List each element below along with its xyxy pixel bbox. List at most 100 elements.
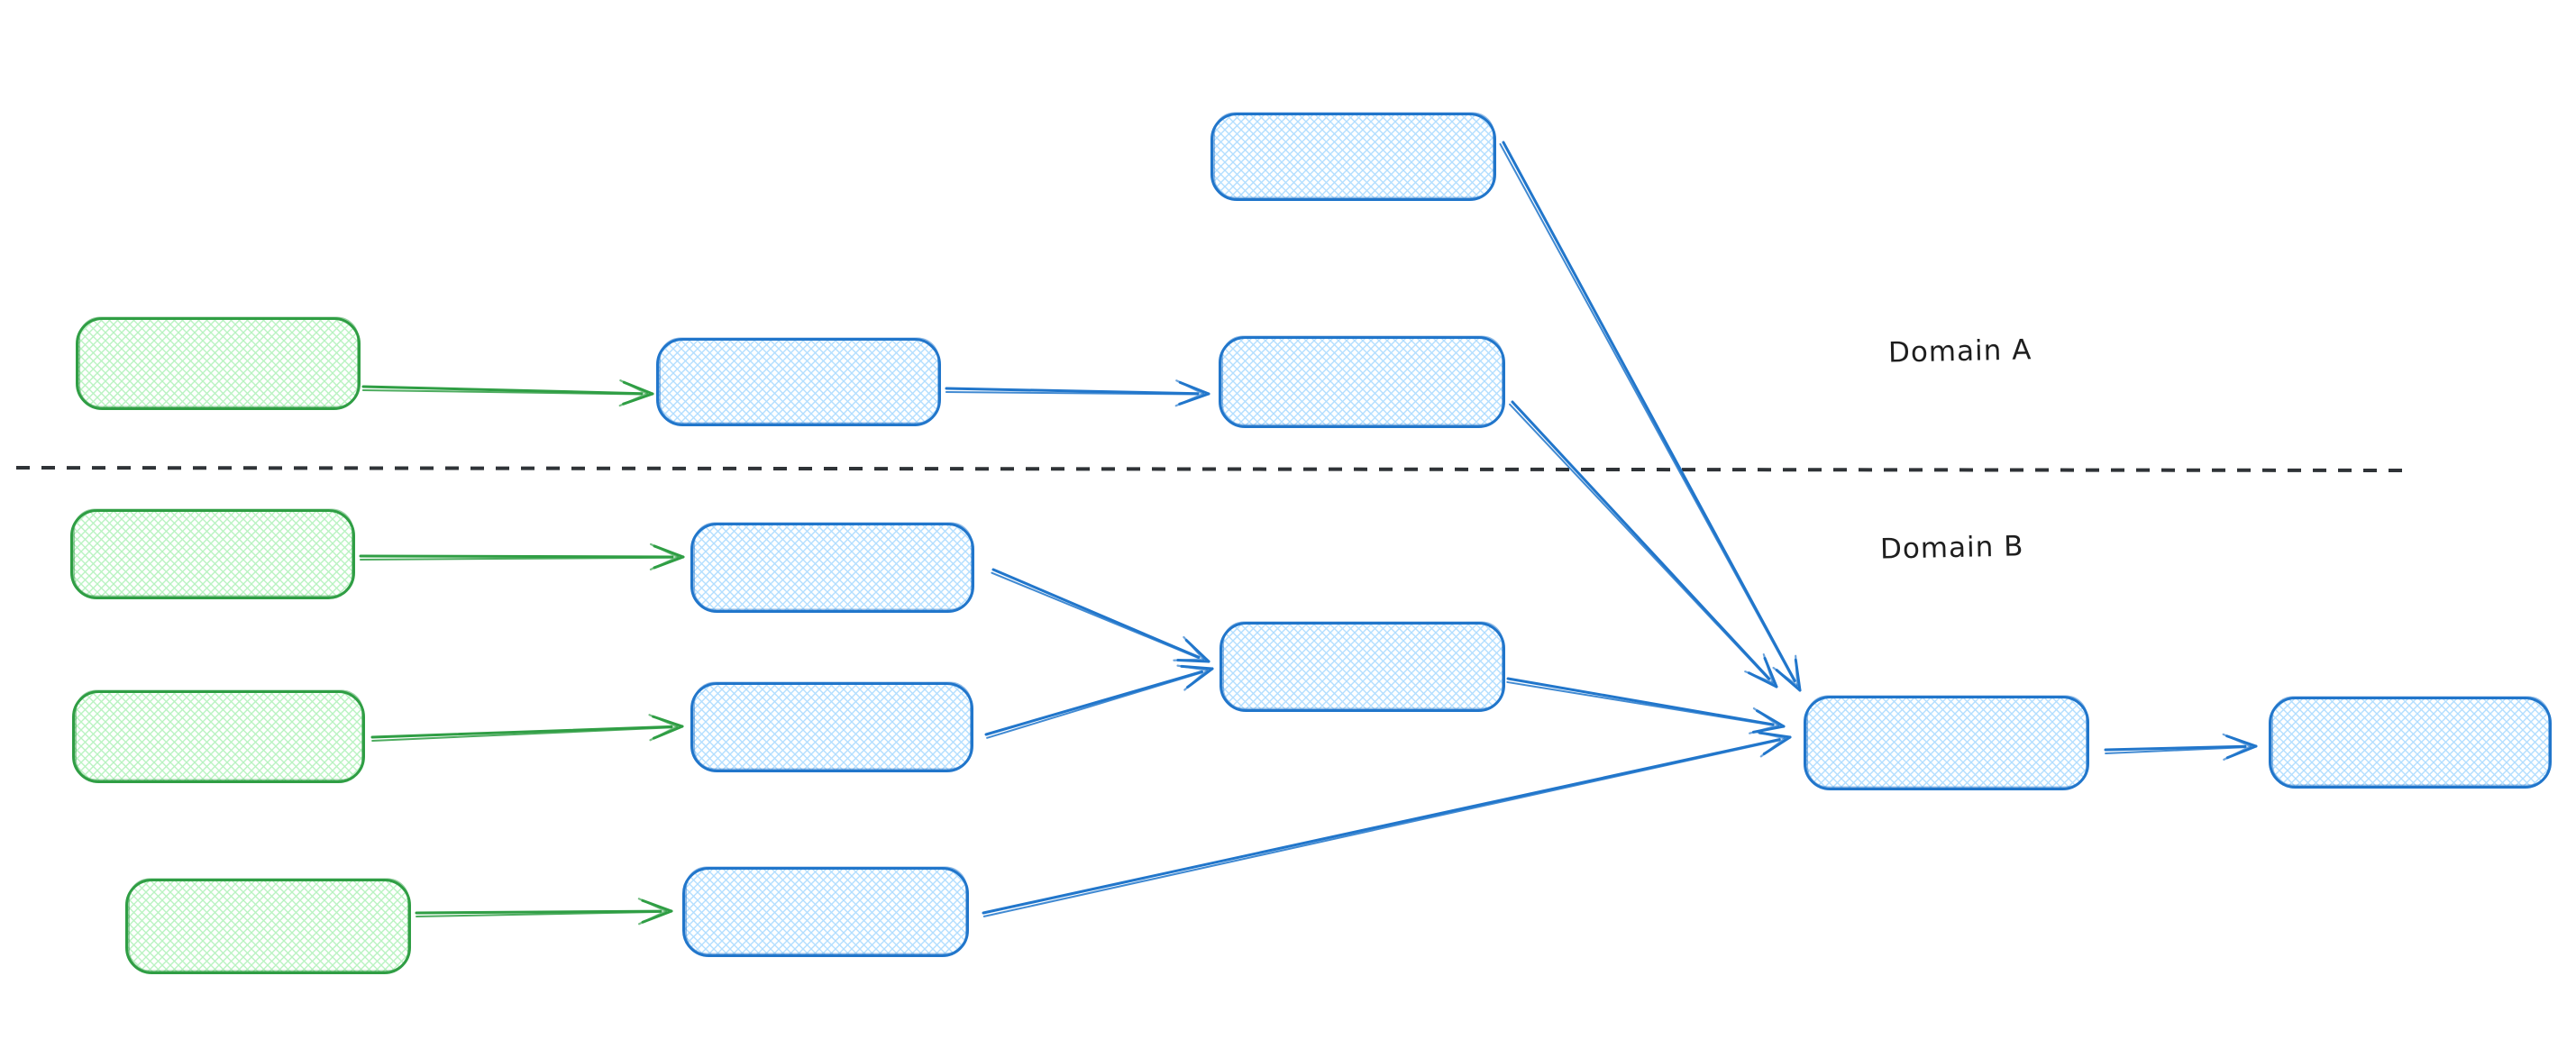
node-blue-b1[interactable]	[690, 522, 974, 613]
arrow-hub-to-far-right-stroke	[2104, 744, 2247, 752]
node-blue-b2-sketch-outline	[693, 681, 972, 771]
node-top-blue-sketch-outline	[1213, 112, 1494, 199]
node-green-b1-sketch-outline	[73, 508, 353, 597]
arrow-blue-a2-to-hub-stroke	[1744, 670, 1775, 684]
node-green-b2-shape[interactable]	[72, 690, 365, 783]
arrow-green-b2-to-blue-b2-stroke	[370, 725, 673, 739]
node-green-a1[interactable]	[76, 316, 361, 410]
arrow-green-b1-to-blue-b1[interactable]	[359, 543, 685, 570]
arrow-top-blue-to-hub-stroke	[1772, 666, 1799, 687]
arrow-blue-b1-to-b-mid-stroke	[991, 568, 1201, 659]
arrow-green-a1-to-blue-a1-stroke	[361, 388, 643, 396]
arrow-blue-b2-to-b-mid[interactable]	[984, 664, 1214, 739]
node-blue-a2-shape[interactable]	[1219, 336, 1505, 428]
arrow-blue-a1-to-blue-a2-stroke	[945, 387, 1200, 396]
node-blue-b2-shape[interactable]	[690, 682, 973, 772]
node-blue-b1-sketch-outline	[693, 522, 973, 611]
arrow-blue-b2-to-b-mid-stroke	[984, 670, 1203, 736]
arrow-blue-b-mid-to-hub[interactable]	[1506, 677, 1786, 734]
arrow-blue-b2-to-b-mid-stroke	[1183, 669, 1209, 691]
arrow-blue-b-mid-to-hub-stroke	[1752, 707, 1780, 727]
arrow-blue-b3-to-hub[interactable]	[982, 730, 1792, 917]
node-top-blue[interactable]	[1210, 112, 1496, 201]
arrow-top-blue-to-hub-stroke	[1502, 141, 1796, 682]
arrow-green-a1-to-blue-a1-stroke	[619, 379, 649, 395]
node-blue-far-right[interactable]	[2269, 696, 2552, 789]
node-blue-b-mid-shape[interactable]	[1219, 622, 1505, 712]
arrow-blue-b1-to-b-mid[interactable]	[991, 568, 1210, 663]
node-green-b2[interactable]	[72, 689, 365, 783]
arrow-blue-b1-to-b-mid-stroke	[991, 571, 1200, 660]
arrow-top-blue-to-hub-stroke	[1795, 654, 1799, 687]
arrow-green-b3-to-blue-b3-stroke	[415, 909, 662, 915]
arrow-hub-to-far-right-stroke	[2223, 745, 2252, 761]
node-green-a1-sketch-outline	[78, 316, 359, 408]
arrow-green-b1-to-blue-b1-stroke	[649, 555, 680, 570]
arrow-blue-b1-to-b-mid-stroke	[1183, 635, 1205, 661]
node-blue-far-right-sketch-outline	[2271, 696, 2550, 787]
node-blue-far-right-shape[interactable]	[2269, 697, 2552, 789]
domain-b-label: Domain B	[1879, 530, 2024, 566]
node-green-b1[interactable]	[70, 508, 355, 599]
arrow-blue-a1-to-blue-a2[interactable]	[945, 379, 1210, 407]
arrow-green-b3-to-blue-b3-stroke	[637, 909, 668, 926]
arrow-green-b3-to-blue-b3[interactable]	[415, 898, 673, 926]
arrow-blue-b3-to-hub-stroke	[1754, 730, 1786, 740]
node-blue-b3[interactable]	[682, 866, 969, 957]
arrow-blue-b3-to-hub-stroke	[982, 739, 1781, 917]
arrow-blue-b1-to-b-mid-stroke	[1173, 658, 1205, 661]
arrow-green-b1-to-blue-b1-stroke	[649, 543, 680, 559]
node-blue-a1-shape[interactable]	[656, 338, 941, 426]
node-green-b3-shape[interactable]	[125, 879, 411, 974]
node-blue-a2[interactable]	[1219, 335, 1505, 428]
node-blue-hub-sketch-outline	[1806, 695, 2087, 789]
arrow-blue-b2-to-b-mid-stroke	[986, 671, 1203, 739]
arrow-blue-b-mid-to-hub-stroke	[1506, 677, 1775, 726]
node-blue-b-mid-sketch-outline	[1222, 621, 1503, 710]
arrow-blue-a1-to-blue-a2-stroke	[945, 390, 1199, 396]
node-blue-b1-shape[interactable]	[690, 523, 974, 613]
node-blue-b-mid[interactable]	[1219, 621, 1505, 712]
arrow-green-b2-to-blue-b2-stroke	[648, 714, 679, 728]
arrow-blue-b3-to-hub-stroke	[1759, 737, 1786, 758]
arrow-green-a1-to-blue-a1-stroke	[618, 392, 649, 407]
domain-divider-dashed-line[interactable]	[15, 466, 2414, 472]
arrow-green-b3-to-blue-b3-stroke	[637, 898, 668, 913]
node-blue-a1[interactable]	[656, 337, 941, 426]
arrow-blue-a2-to-hub[interactable]	[1509, 400, 1778, 689]
arrow-blue-b2-to-b-mid-stroke	[1176, 664, 1209, 671]
arrow-blue-a2-to-hub-stroke	[1509, 403, 1770, 680]
arrow-hub-to-far-right-stroke	[2105, 746, 2247, 754]
arrow-green-a1-to-blue-a1-stroke	[361, 385, 644, 396]
arrow-blue-b-mid-to-hub-stroke	[1749, 724, 1780, 734]
arrow-blue-b-mid-to-hub-stroke	[1506, 680, 1775, 726]
node-blue-a2-sketch-outline	[1221, 335, 1503, 426]
node-green-b2-sketch-outline	[75, 689, 363, 781]
node-top-blue-shape[interactable]	[1210, 113, 1496, 201]
arrow-green-a1-to-blue-a1[interactable]	[361, 379, 654, 407]
node-blue-a1-sketch-outline	[659, 337, 939, 424]
node-blue-hub[interactable]	[1804, 695, 2089, 790]
node-green-b3[interactable]	[125, 878, 411, 974]
node-green-a1-shape[interactable]	[76, 317, 361, 410]
arrow-blue-a1-to-blue-a2-stroke	[1174, 392, 1205, 407]
arrow-blue-a2-to-hub-stroke	[1762, 652, 1775, 684]
arrow-green-b2-to-blue-b2[interactable]	[370, 714, 684, 742]
arrow-green-b1-to-blue-b1-stroke	[359, 554, 674, 559]
node-blue-b3-shape[interactable]	[682, 867, 969, 957]
node-blue-hub-shape[interactable]	[1804, 696, 2089, 790]
arrow-hub-to-far-right[interactable]	[2104, 733, 2258, 761]
arrow-green-b2-to-blue-b2-stroke	[371, 726, 673, 742]
arrow-hub-to-far-right-stroke	[2222, 733, 2252, 748]
arrow-green-b2-to-blue-b2-stroke	[649, 725, 679, 742]
arrow-green-b1-to-blue-b1-stroke	[359, 556, 673, 561]
arrow-top-blue-to-hub[interactable]	[1499, 141, 1802, 692]
node-green-b1-shape[interactable]	[70, 509, 355, 599]
node-blue-b2[interactable]	[690, 681, 973, 772]
domain-a-label: Domain A	[1887, 333, 2032, 369]
node-blue-b3-sketch-outline	[685, 866, 967, 955]
arrow-blue-a1-to-blue-a2-stroke	[1175, 379, 1205, 395]
node-green-b3-sketch-outline	[128, 878, 409, 972]
